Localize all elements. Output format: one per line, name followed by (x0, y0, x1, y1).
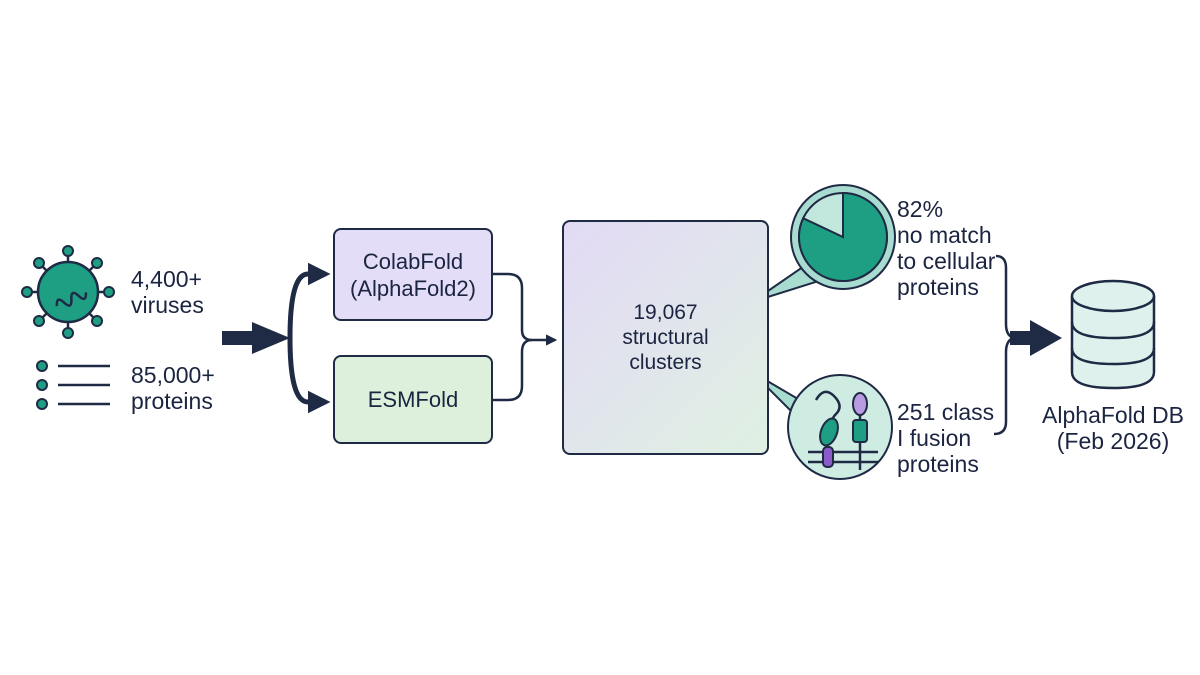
virus-icon (21, 245, 115, 339)
fusion-line2: I fusion (897, 425, 972, 451)
fusion-line1: 251 class (897, 399, 995, 425)
alphafold-db-label: AlphaFold DB (Feb 2026) (1040, 402, 1186, 454)
clusters-box: 19,067 structural clusters (562, 220, 769, 455)
pie-chart-icon (790, 184, 896, 290)
colabfold-line2: (AlphaFold2) (350, 275, 476, 301)
database-icon (1070, 279, 1156, 390)
input-arrow (222, 262, 331, 414)
fusion-label: 251 class I fusion proteins (897, 399, 994, 477)
viruses-label: 4,400+ viruses (131, 266, 204, 318)
esmfold-box: ESMFold (333, 355, 493, 444)
no-match-line3: to cellular (897, 248, 996, 274)
no-match-label: 82% no match to cellular proteins (897, 196, 995, 300)
clusters-line2: structural (622, 326, 709, 349)
viruses-word: viruses (131, 292, 204, 318)
merge-arrow (493, 272, 558, 402)
alphafold-db-line2: (Feb 2026) (1056, 428, 1170, 454)
clusters-line1: 19,067 (633, 301, 698, 324)
output-arrow (993, 254, 1062, 436)
protein-list-icon (36, 360, 110, 410)
fusion-line3: proteins (897, 451, 979, 477)
no-match-line4: proteins (897, 274, 979, 300)
no-match-percent: 82% (897, 196, 944, 222)
proteins-word: proteins (131, 388, 213, 414)
proteins-count: 85,000+ (131, 362, 215, 388)
clusters-line3: clusters (629, 351, 702, 374)
fusion-protein-icon (787, 374, 893, 480)
proteins-label: 85,000+ proteins (131, 362, 215, 414)
viruses-count: 4,400+ (131, 266, 202, 292)
no-match-line2: no match (897, 222, 992, 248)
colabfold-line1: ColabFold (362, 248, 464, 274)
alphafold-db-line1: AlphaFold DB (1042, 402, 1184, 428)
esmfold-label: ESMFold (367, 387, 459, 412)
colabfold-box: ColabFold (AlphaFold2) (333, 228, 493, 321)
